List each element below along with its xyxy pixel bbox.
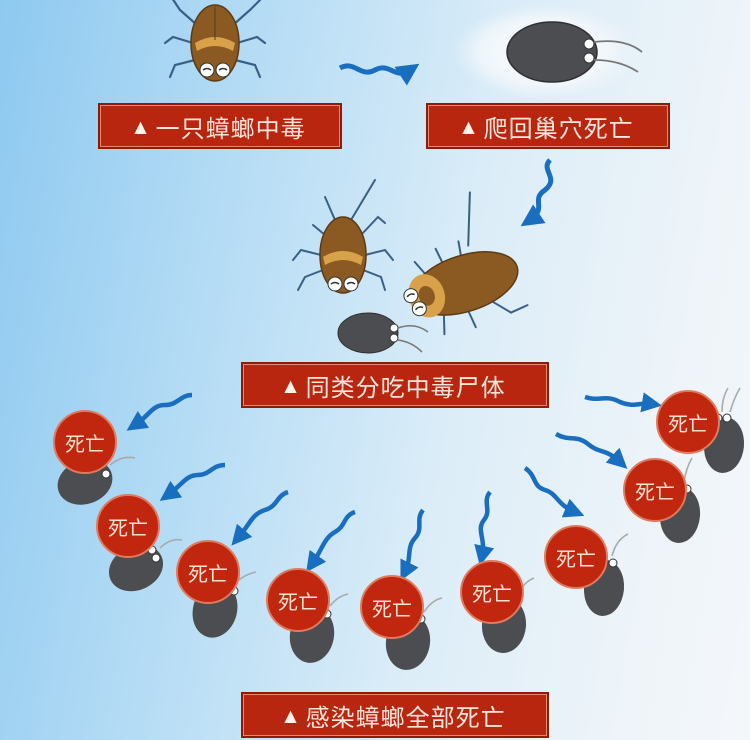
step-text: 感染蟑螂全部死亡 xyxy=(305,703,506,732)
step-label-1: ▲ 一只蟑螂中毒 xyxy=(98,103,342,149)
wavy-arrow-icon xyxy=(554,431,628,469)
step-text: 一只蟑螂中毒 xyxy=(155,114,306,143)
step-label-2: ▲ 爬回巢穴死亡 xyxy=(426,103,670,149)
triangle-icon: ▲ xyxy=(134,116,148,136)
wavy-arrow-icon xyxy=(338,63,420,86)
wavy-arrow-icon xyxy=(231,489,289,546)
step-label-3: ▲ 同类分吃中毒尸体 xyxy=(241,362,549,408)
triangle-icon: ▲ xyxy=(284,375,298,395)
death-badge: 死亡 xyxy=(266,568,330,632)
death-badge: 死亡 xyxy=(53,410,117,474)
death-badge: 死亡 xyxy=(656,390,720,454)
dead-cockroach-in-nest-icon xyxy=(453,4,643,100)
death-badge: 死亡 xyxy=(623,458,687,522)
death-badge: 死亡 xyxy=(544,525,608,589)
death-badge: 死亡 xyxy=(176,540,240,604)
step-label-4: ▲ 感染蟑螂全部死亡 xyxy=(241,692,549,738)
wavy-arrow-icon xyxy=(520,158,554,227)
death-badge: 死亡 xyxy=(460,560,524,624)
death-badge: 死亡 xyxy=(360,575,424,639)
wavy-arrow-icon xyxy=(126,392,193,431)
step-text: 同类分吃中毒尸体 xyxy=(305,373,506,402)
wavy-arrow-icon xyxy=(523,466,585,518)
wavy-arrow-icon xyxy=(400,508,425,582)
step-text: 爬回巢穴死亡 xyxy=(483,114,634,143)
triangle-icon: ▲ xyxy=(284,705,298,725)
wavy-arrow-icon xyxy=(474,490,495,566)
spread-arrows xyxy=(126,392,662,582)
poisoned-cockroach-icon xyxy=(163,0,267,82)
wavy-arrow-icon xyxy=(159,462,226,501)
cockroach-icon xyxy=(292,179,394,294)
dead-cockroach-icon xyxy=(337,312,429,354)
death-badge: 死亡 xyxy=(96,494,160,558)
wavy-arrow-icon xyxy=(306,509,356,573)
triangle-icon: ▲ xyxy=(462,116,476,136)
cockroach-icon xyxy=(403,191,529,336)
wavy-arrow-icon xyxy=(584,392,662,413)
